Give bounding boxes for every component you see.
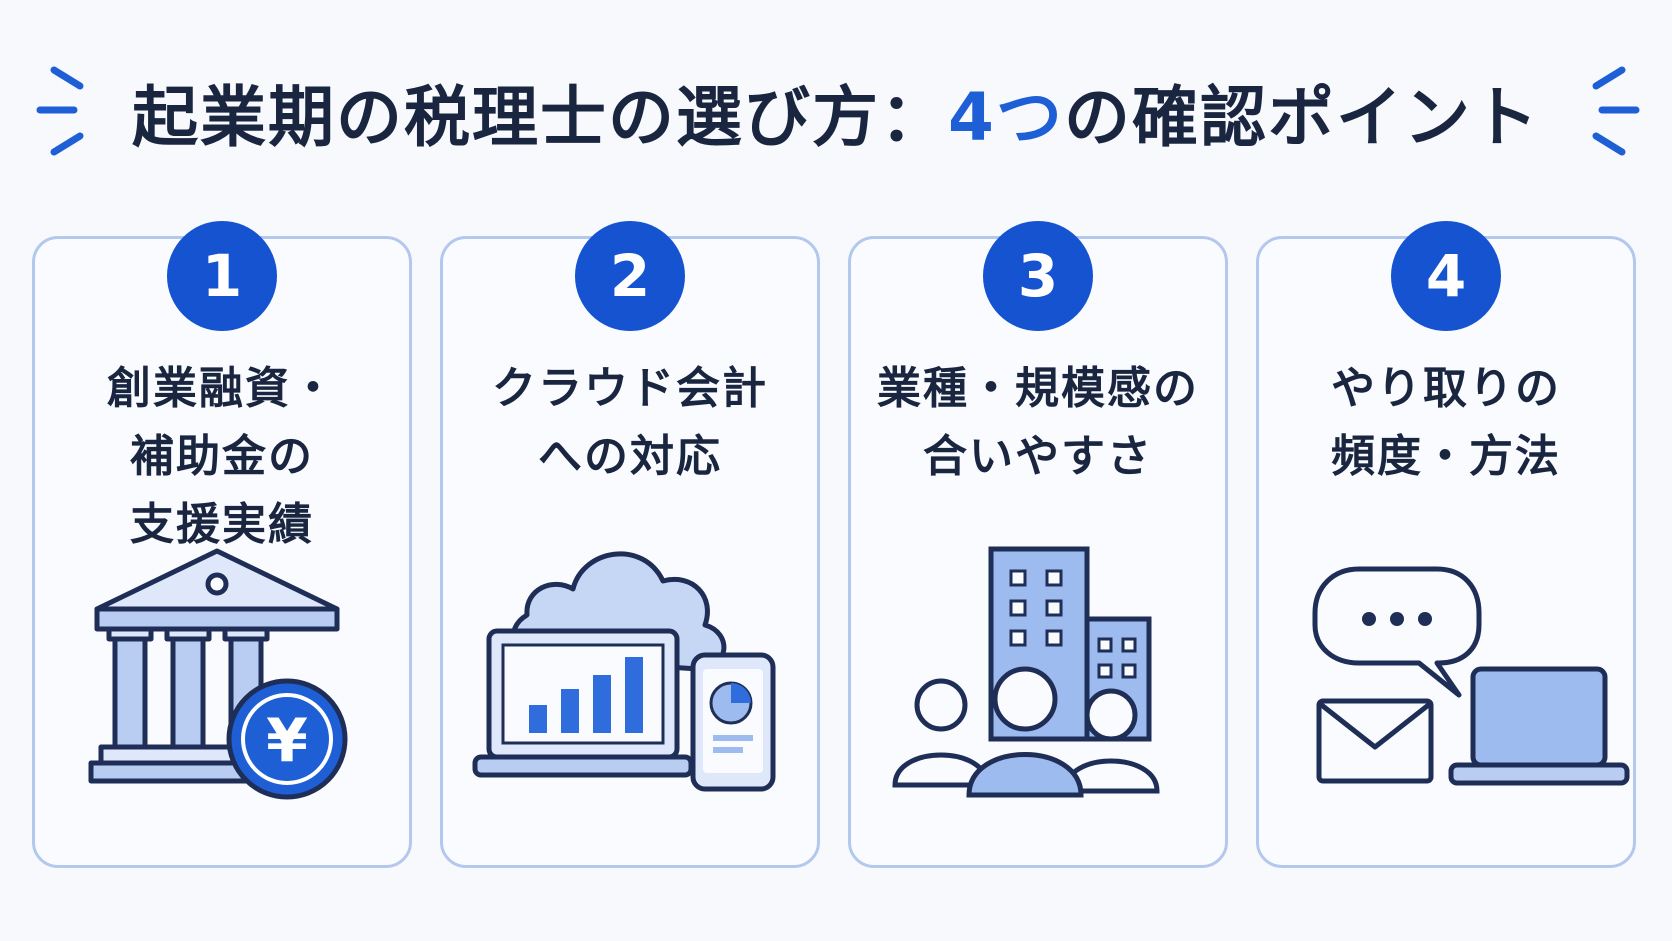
number-badge: 3: [983, 221, 1093, 331]
title-main: 起業期の税理士の選び方：: [132, 79, 949, 156]
buildings-people-icon: [892, 546, 1160, 798]
card-title-line: クラウド会計: [492, 363, 768, 414]
card-title-line: 業種・規模感の: [877, 363, 1199, 414]
card-title-line: への対応: [538, 431, 722, 482]
number-badge: 2: [575, 221, 685, 331]
point-card-3: 3 業種・規模感の 合いやすさ: [848, 221, 1228, 868]
title-area: 起業期の税理士の選び方：4つの確認ポイント: [0, 58, 1672, 178]
card-title: やり取りの 頻度・方法: [1259, 355, 1633, 491]
card-title-line: 創業融資・: [107, 363, 337, 414]
point-card-1: 1 創業融資・ 補助金の 支援実績 ¥: [32, 221, 412, 868]
page-title: 起業期の税理士の選び方：4つの確認ポイント: [0, 76, 1672, 160]
bank-yen-icon: ¥: [88, 548, 348, 800]
title-tail: の確認ポイント: [1063, 79, 1540, 156]
card-title: 業種・規模感の 合いやすさ: [851, 355, 1225, 491]
title-accent: 4つ: [948, 79, 1064, 156]
number-badge: 1: [167, 221, 277, 331]
spark-lines-left-icon: [36, 66, 84, 156]
spark-lines-right-icon: [1592, 66, 1640, 156]
card-title-line: 補助金の: [130, 431, 314, 482]
chat-mail-laptop-icon: [1312, 566, 1630, 786]
cloud-laptop-phone-icon: [472, 551, 776, 792]
card-title-line: 頻度・方法: [1331, 431, 1561, 482]
card-title-line: やり取りの: [1331, 363, 1561, 414]
number-badge: 4: [1391, 221, 1501, 331]
point-card-4: 4 やり取りの 頻度・方法: [1256, 221, 1636, 868]
card-title-line: 支援実績: [130, 499, 314, 550]
card-title-line: 合いやすさ: [923, 431, 1153, 482]
point-card-2: 2 クラウド会計 への対応: [440, 221, 820, 868]
yen-symbol: ¥: [266, 706, 308, 776]
card-title: クラウド会計 への対応: [443, 355, 817, 491]
card-title: 創業融資・ 補助金の 支援実績: [35, 355, 409, 559]
